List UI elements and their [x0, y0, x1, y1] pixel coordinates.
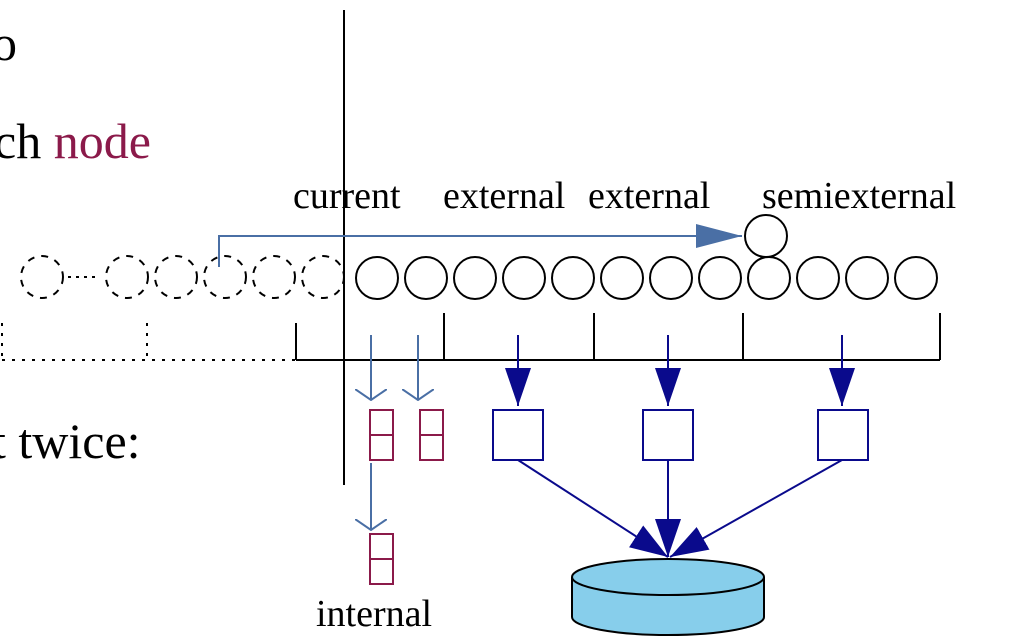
external-block [492, 409, 544, 461]
node-circle [355, 256, 399, 300]
slide-text-line-1: o [0, 15, 17, 71]
slide-text-line-2: ch node [0, 116, 151, 166]
evicted-node-circle [20, 255, 64, 299]
node-circle [404, 256, 448, 300]
external-block [817, 409, 869, 461]
external-block [642, 409, 694, 461]
node-circle [502, 256, 546, 300]
evicted-node-circle [252, 255, 296, 299]
node-circle [453, 256, 497, 300]
node-circle [845, 256, 889, 300]
evicted-node-circle [154, 255, 198, 299]
slide-text-line-2-prefix: ch [0, 113, 42, 169]
label-internal: internal [316, 593, 432, 635]
evicted-node-circle [105, 255, 149, 299]
node-circle [698, 256, 742, 300]
insertion-arrow [218, 224, 742, 267]
highlight-word-node: node [53, 113, 151, 169]
label-external-2: external [588, 175, 710, 217]
node-row [355, 256, 938, 300]
label-external-1: external [443, 175, 565, 217]
evicted-nodes [20, 255, 345, 299]
evicted-node-circle [301, 255, 345, 299]
node-circle [551, 256, 595, 300]
promoted-node-circle [744, 214, 788, 258]
node-circle [649, 256, 693, 300]
evicted-node-circle [203, 255, 247, 299]
evicted-bracket [1, 323, 297, 361]
label-semiexternal: semiexternal [762, 175, 956, 217]
node-circle [894, 256, 938, 300]
slide-text-line-3: t twice: [0, 413, 141, 469]
label-current: current [293, 175, 401, 217]
internal-blocks [369, 409, 444, 585]
disk-icon [571, 558, 765, 636]
node-circle [600, 256, 644, 300]
internal-arrows [371, 335, 418, 530]
node-circle [796, 256, 840, 300]
node-circle [747, 256, 791, 300]
external-arrows [505, 335, 855, 406]
segment-bracket [295, 313, 941, 361]
disk-arrows [517, 459, 843, 558]
external-blocks [492, 409, 869, 461]
